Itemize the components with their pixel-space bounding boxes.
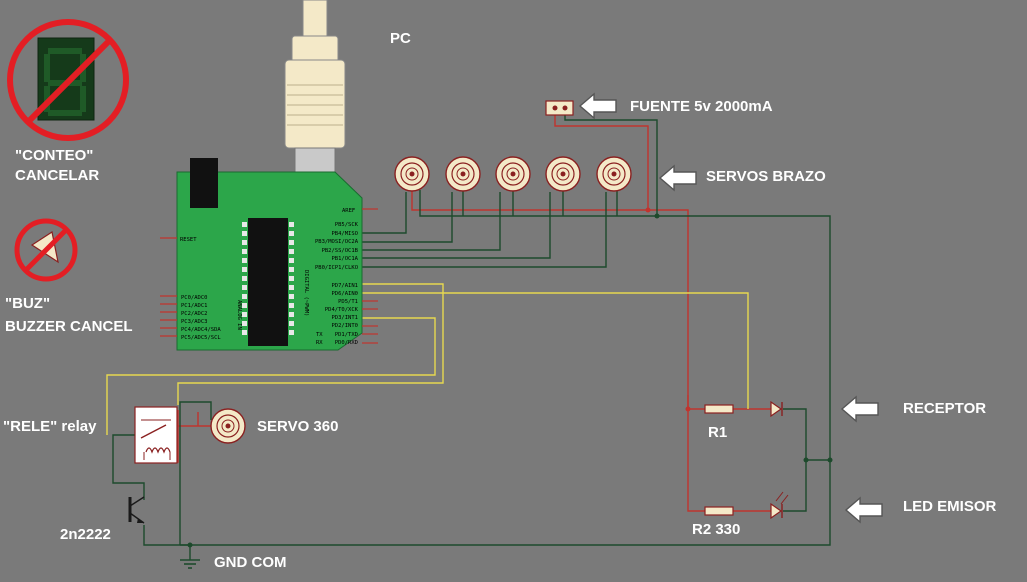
digital-pin-label: PD0/RXD — [335, 340, 358, 346]
analog-in-label: ANALOG IN — [236, 300, 242, 330]
r1-label: R1 — [708, 424, 728, 441]
conteo-label: "CONTEO" — [15, 147, 94, 164]
chip-pins — [242, 222, 294, 335]
digital-pin-label: PD1/TXD — [335, 332, 358, 338]
digital-pin-label: PB1/OC1A — [332, 256, 359, 262]
analog-pin-label: PC0/ADC0 — [181, 295, 208, 301]
cancel-icon — [7, 19, 129, 141]
analog-pin-label: PC1/ADC1 — [181, 303, 208, 309]
servo-icon — [596, 156, 632, 192]
buz-label: "BUZ" — [5, 295, 51, 312]
digital-pin-label: PD3/INT1 — [332, 315, 359, 321]
aref-label: AREF — [342, 208, 355, 214]
receptor-label: RECEPTOR — [903, 400, 987, 417]
analog-pin-label: PC2/ADC2 — [181, 311, 208, 317]
cancel-icon — [14, 218, 78, 282]
digital-pin-label: PB2/SS/OC1B — [322, 248, 359, 254]
transistor-label: 2n2222 — [60, 526, 111, 543]
atmega-chip — [248, 218, 288, 346]
analog-pin-label: PC4/ADC4/SDA — [181, 327, 221, 333]
r2-label: R2 330 — [692, 521, 741, 538]
digital-pin-label: PB3/MOSI/OC2A — [315, 239, 359, 245]
led-icon — [770, 491, 789, 520]
tx-label: TX — [316, 332, 323, 338]
analog-pin-label: PC5/ADC5/SCL — [181, 335, 221, 341]
junction-dots — [187, 207, 833, 548]
ground-icon — [180, 559, 200, 569]
servo-icon — [210, 408, 246, 444]
gnd-com-label: GND COM — [214, 554, 287, 571]
hollow-arrow-icon — [579, 93, 617, 119]
servos-brazo-label: SERVOS BRAZO — [706, 168, 826, 185]
servo-icon — [445, 156, 481, 192]
digital-pin-label: PB5/SCK — [335, 222, 359, 228]
buzzer-cancel-label: BUZZER CANCEL — [5, 318, 133, 335]
transistor-icon — [128, 496, 145, 524]
wires-yellow — [106, 283, 749, 435]
hollow-arrow-icon — [841, 396, 879, 422]
rx-label: RX — [316, 340, 323, 346]
digital-pin-label: PD2/INT0 — [332, 323, 359, 329]
analog-pin-label: PC3/ADC3 — [181, 319, 208, 325]
power-connector-icon — [545, 100, 574, 116]
resistor-icon — [704, 404, 734, 414]
fuente-label: FUENTE 5v 2000mA — [630, 98, 773, 115]
servo360-label: SERVO 360 — [257, 418, 339, 435]
cancelar-label: CANCELAR — [15, 167, 100, 184]
servo-icon — [545, 156, 581, 192]
hollow-arrow-icon — [659, 165, 697, 191]
led-emisor-label: LED EMISOR — [903, 498, 997, 515]
servo-icon — [394, 156, 430, 192]
digital-pin-label: PD7/AIN1 — [332, 283, 359, 289]
pin-stubs — [160, 208, 378, 344]
usb-cable-icon — [284, 0, 346, 195]
hollow-arrow-icon — [845, 497, 883, 523]
digital-pin-labels: PB5/SCK PB4/MISO PB3/MOSI/OC2A PB2/SS/OC1B P… — [315, 222, 359, 346]
relay-icon — [134, 406, 178, 464]
servo-icon — [495, 156, 531, 192]
digital-label: DIGITAL (~PWM) — [303, 270, 309, 316]
digital-pin-label: PB0/ICP1/CLKO — [315, 265, 358, 271]
wires-green — [112, 111, 831, 560]
rele-label: "RELE" relay — [3, 418, 97, 435]
reset-label: RESET — [180, 237, 197, 243]
analog-pin-labels: PC0/ADC0PC1/ADC1PC2/ADC2PC3/ADC3PC4/ADC4… — [181, 295, 221, 341]
usb-jack — [190, 158, 218, 208]
led-icon — [770, 400, 783, 418]
digital-pin-label: PD5/T1 — [338, 299, 358, 305]
pc-label: PC — [390, 30, 411, 47]
arduino-board: ANALOG IN DIGITAL (~PWM) RESET AREF TX R… — [160, 158, 378, 351]
resistor-icon — [704, 506, 734, 516]
digital-pin-label: PD4/T0/XCK — [325, 307, 359, 313]
digital-pin-label: PD6/AIN0 — [332, 291, 359, 297]
digital-pin-label: PB4/MISO — [332, 231, 359, 237]
